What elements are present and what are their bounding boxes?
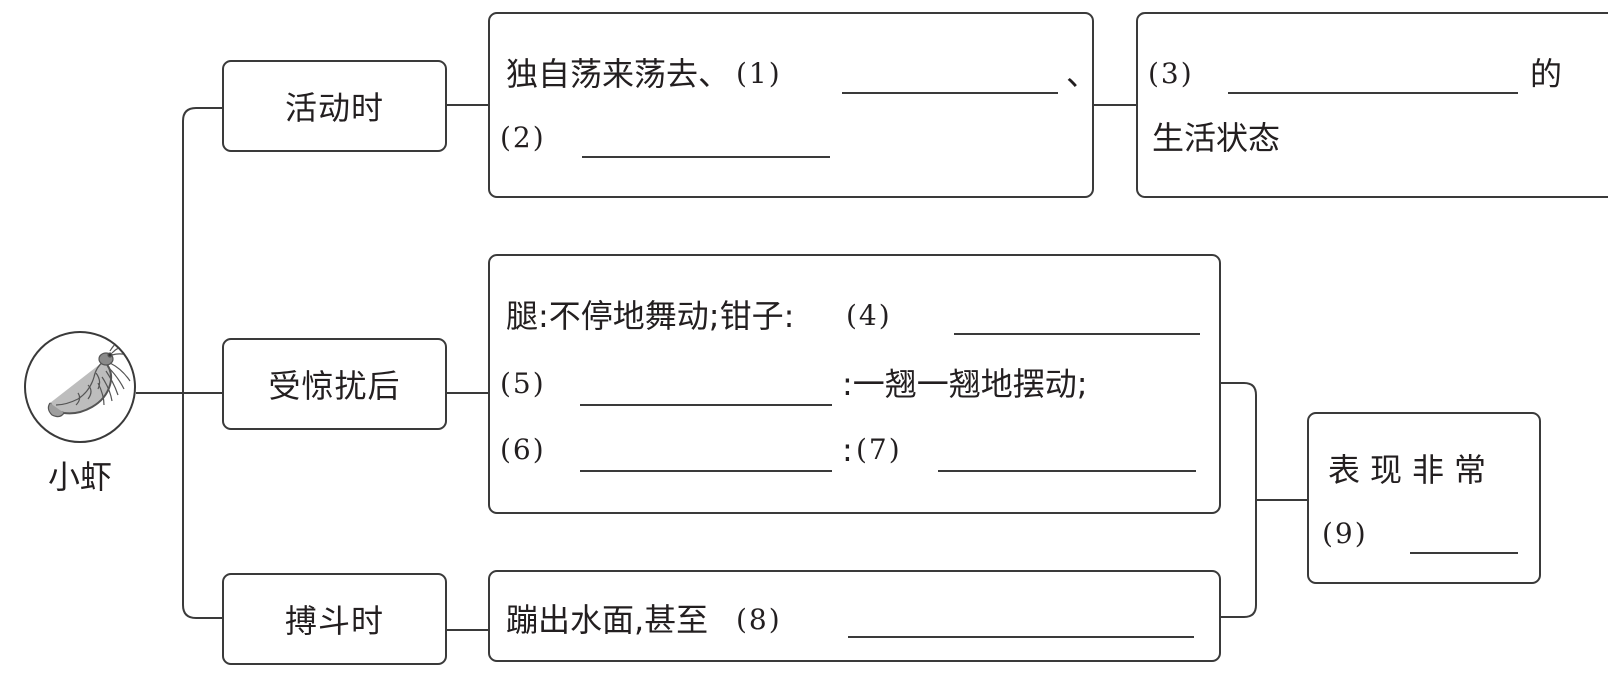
- center-label: 小虾: [47, 458, 112, 496]
- activity-line1-text: 独自荡来荡去、: [506, 55, 731, 93]
- branch-label-fighting: 搏斗时: [222, 573, 447, 665]
- activity-content-box: [488, 12, 1094, 198]
- activity-line1-tail: 、: [1066, 55, 1099, 93]
- life-state-box: [1136, 12, 1608, 198]
- blank7-number: (7): [856, 433, 902, 466]
- blank5-number: (5): [500, 367, 546, 400]
- answer-blank-2[interactable]: [582, 156, 830, 158]
- blank2-number: (2): [500, 121, 546, 154]
- life-state-tail: 的: [1530, 55, 1563, 93]
- blank3-number: (3): [1148, 57, 1194, 90]
- answer-blank-7[interactable]: [938, 470, 1196, 472]
- connector-right-bracket: [1221, 382, 1257, 618]
- answer-blank-3[interactable]: [1228, 92, 1518, 94]
- fighting-line1-text: 蹦出水面,甚至: [506, 601, 709, 639]
- branch-label-disturbed: 受惊扰后: [222, 338, 447, 430]
- center-node: [24, 331, 136, 443]
- branch-label-activity: 活动时: [222, 60, 447, 152]
- disturbed-line3-colon: :: [842, 431, 853, 469]
- performance-box: [1307, 412, 1541, 584]
- life-state-line2: 生活状态: [1152, 119, 1281, 157]
- fighting-content-box: [488, 570, 1221, 662]
- blank4-number: (4): [846, 299, 892, 332]
- answer-blank-9[interactable]: [1410, 552, 1518, 554]
- performance-line1: 表现非常: [1328, 451, 1497, 489]
- shrimp-icon: [47, 338, 134, 418]
- blank6-number: (6): [500, 433, 546, 466]
- answer-blank-8[interactable]: [848, 636, 1194, 638]
- answer-blank-1[interactable]: [842, 92, 1058, 94]
- disturbed-line1-text: 腿:不停地舞动;钳子:: [506, 297, 795, 335]
- answer-blank-5[interactable]: [580, 404, 832, 406]
- disturbed-line2-text: :一翘一翘地摆动;: [842, 365, 1088, 403]
- answer-blank-6[interactable]: [580, 470, 832, 472]
- answer-blank-4[interactable]: [954, 333, 1200, 335]
- blank1-number: (1): [736, 57, 782, 90]
- blank8-number: (8): [736, 603, 782, 636]
- blank9-number: (9): [1322, 517, 1368, 550]
- connector-trunk-vertical: [182, 107, 197, 619]
